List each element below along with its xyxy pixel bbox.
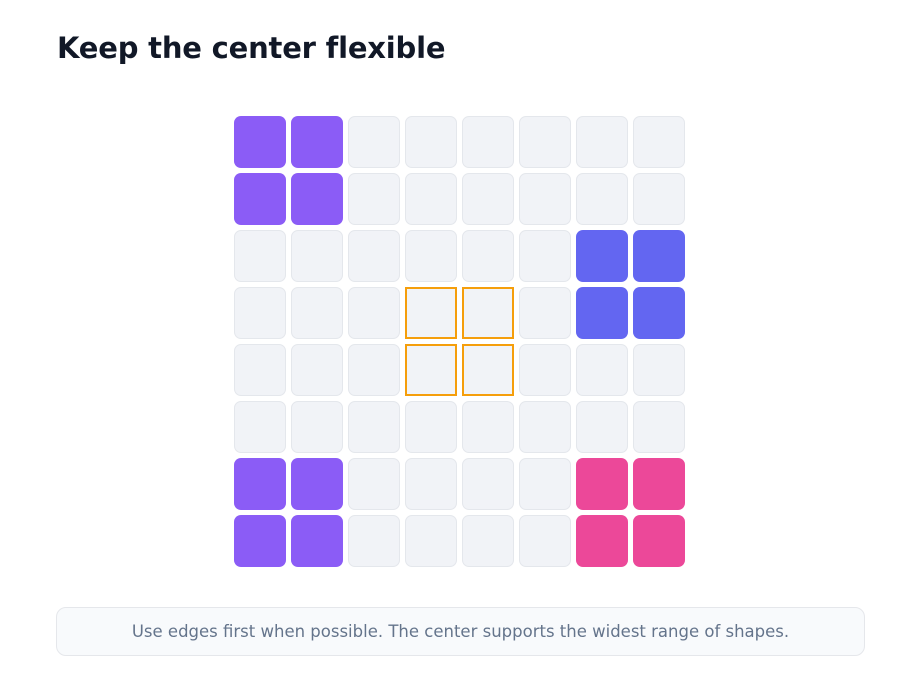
board-cell-empty[interactable]	[348, 344, 400, 396]
board-cell-empty[interactable]	[405, 173, 457, 225]
board-cell-filled-purple[interactable]	[291, 515, 343, 567]
board-cell-empty[interactable]	[405, 230, 457, 282]
hint-text: Use edges first when possible. The cente…	[131, 622, 790, 641]
board-cell-empty[interactable]	[291, 287, 343, 339]
board-cell-empty[interactable]	[519, 287, 571, 339]
board-cell-filled-purple[interactable]	[234, 173, 286, 225]
board-cell-empty[interactable]	[405, 458, 457, 510]
board-cell-empty[interactable]	[348, 458, 400, 510]
board-cell-filled-purple[interactable]	[234, 515, 286, 567]
board-cell-empty[interactable]	[405, 116, 457, 168]
board-cell-empty[interactable]	[348, 230, 400, 282]
board-cell-filled-purple[interactable]	[291, 173, 343, 225]
board-cell-empty[interactable]	[519, 230, 571, 282]
board-cell-empty[interactable]	[291, 401, 343, 453]
board-cell-empty[interactable]	[405, 401, 457, 453]
board-cell-empty[interactable]	[462, 401, 514, 453]
board-cell-filled-pink[interactable]	[576, 458, 628, 510]
board-cell-empty[interactable]	[348, 515, 400, 567]
board-cell-filled-purple[interactable]	[291, 458, 343, 510]
board-cell-empty[interactable]	[234, 230, 286, 282]
board-cell-filled-pink[interactable]	[576, 515, 628, 567]
board-cell-empty[interactable]	[633, 116, 685, 168]
board-cell-empty[interactable]	[576, 401, 628, 453]
board-cell-empty[interactable]	[519, 116, 571, 168]
board-cell-empty[interactable]	[234, 401, 286, 453]
board-cell-empty[interactable]	[633, 401, 685, 453]
board-cell-empty[interactable]	[348, 173, 400, 225]
page-title: Keep the center flexible	[57, 31, 446, 65]
board-cell-empty[interactable]	[519, 515, 571, 567]
board-cell-highlighted[interactable]	[462, 344, 514, 396]
board-cell-empty[interactable]	[348, 287, 400, 339]
board-cell-filled-indigo[interactable]	[576, 230, 628, 282]
board-cell-empty[interactable]	[519, 173, 571, 225]
board-cell-empty[interactable]	[462, 458, 514, 510]
board-cell-filled-purple[interactable]	[234, 458, 286, 510]
board-cell-highlighted[interactable]	[405, 287, 457, 339]
board-cell-empty[interactable]	[633, 344, 685, 396]
game-board	[234, 116, 686, 568]
board-cell-empty[interactable]	[462, 515, 514, 567]
board-cell-empty[interactable]	[633, 173, 685, 225]
board-cell-empty[interactable]	[576, 116, 628, 168]
board-cell-filled-indigo[interactable]	[633, 230, 685, 282]
board-cell-highlighted[interactable]	[462, 287, 514, 339]
board-cell-empty[interactable]	[576, 344, 628, 396]
board-cell-empty[interactable]	[519, 401, 571, 453]
board-cell-filled-purple[interactable]	[234, 116, 286, 168]
board-cell-empty[interactable]	[519, 344, 571, 396]
board-cell-empty[interactable]	[234, 344, 286, 396]
board-cell-filled-indigo[interactable]	[576, 287, 628, 339]
board-cell-empty[interactable]	[576, 173, 628, 225]
board-cell-empty[interactable]	[462, 230, 514, 282]
board-cell-filled-indigo[interactable]	[633, 287, 685, 339]
board-cell-empty[interactable]	[348, 401, 400, 453]
board-cell-empty[interactable]	[291, 344, 343, 396]
board-cell-empty[interactable]	[519, 458, 571, 510]
board-cell-filled-pink[interactable]	[633, 515, 685, 567]
board-cell-empty[interactable]	[462, 116, 514, 168]
board-cell-highlighted[interactable]	[405, 344, 457, 396]
board-cell-filled-pink[interactable]	[633, 458, 685, 510]
board-cell-filled-purple[interactable]	[291, 116, 343, 168]
hint-box: Use edges first when possible. The cente…	[56, 607, 865, 656]
board-cell-empty[interactable]	[291, 230, 343, 282]
board-cell-empty[interactable]	[462, 173, 514, 225]
board-cell-empty[interactable]	[405, 515, 457, 567]
board-cell-empty[interactable]	[234, 287, 286, 339]
board-cell-empty[interactable]	[348, 116, 400, 168]
